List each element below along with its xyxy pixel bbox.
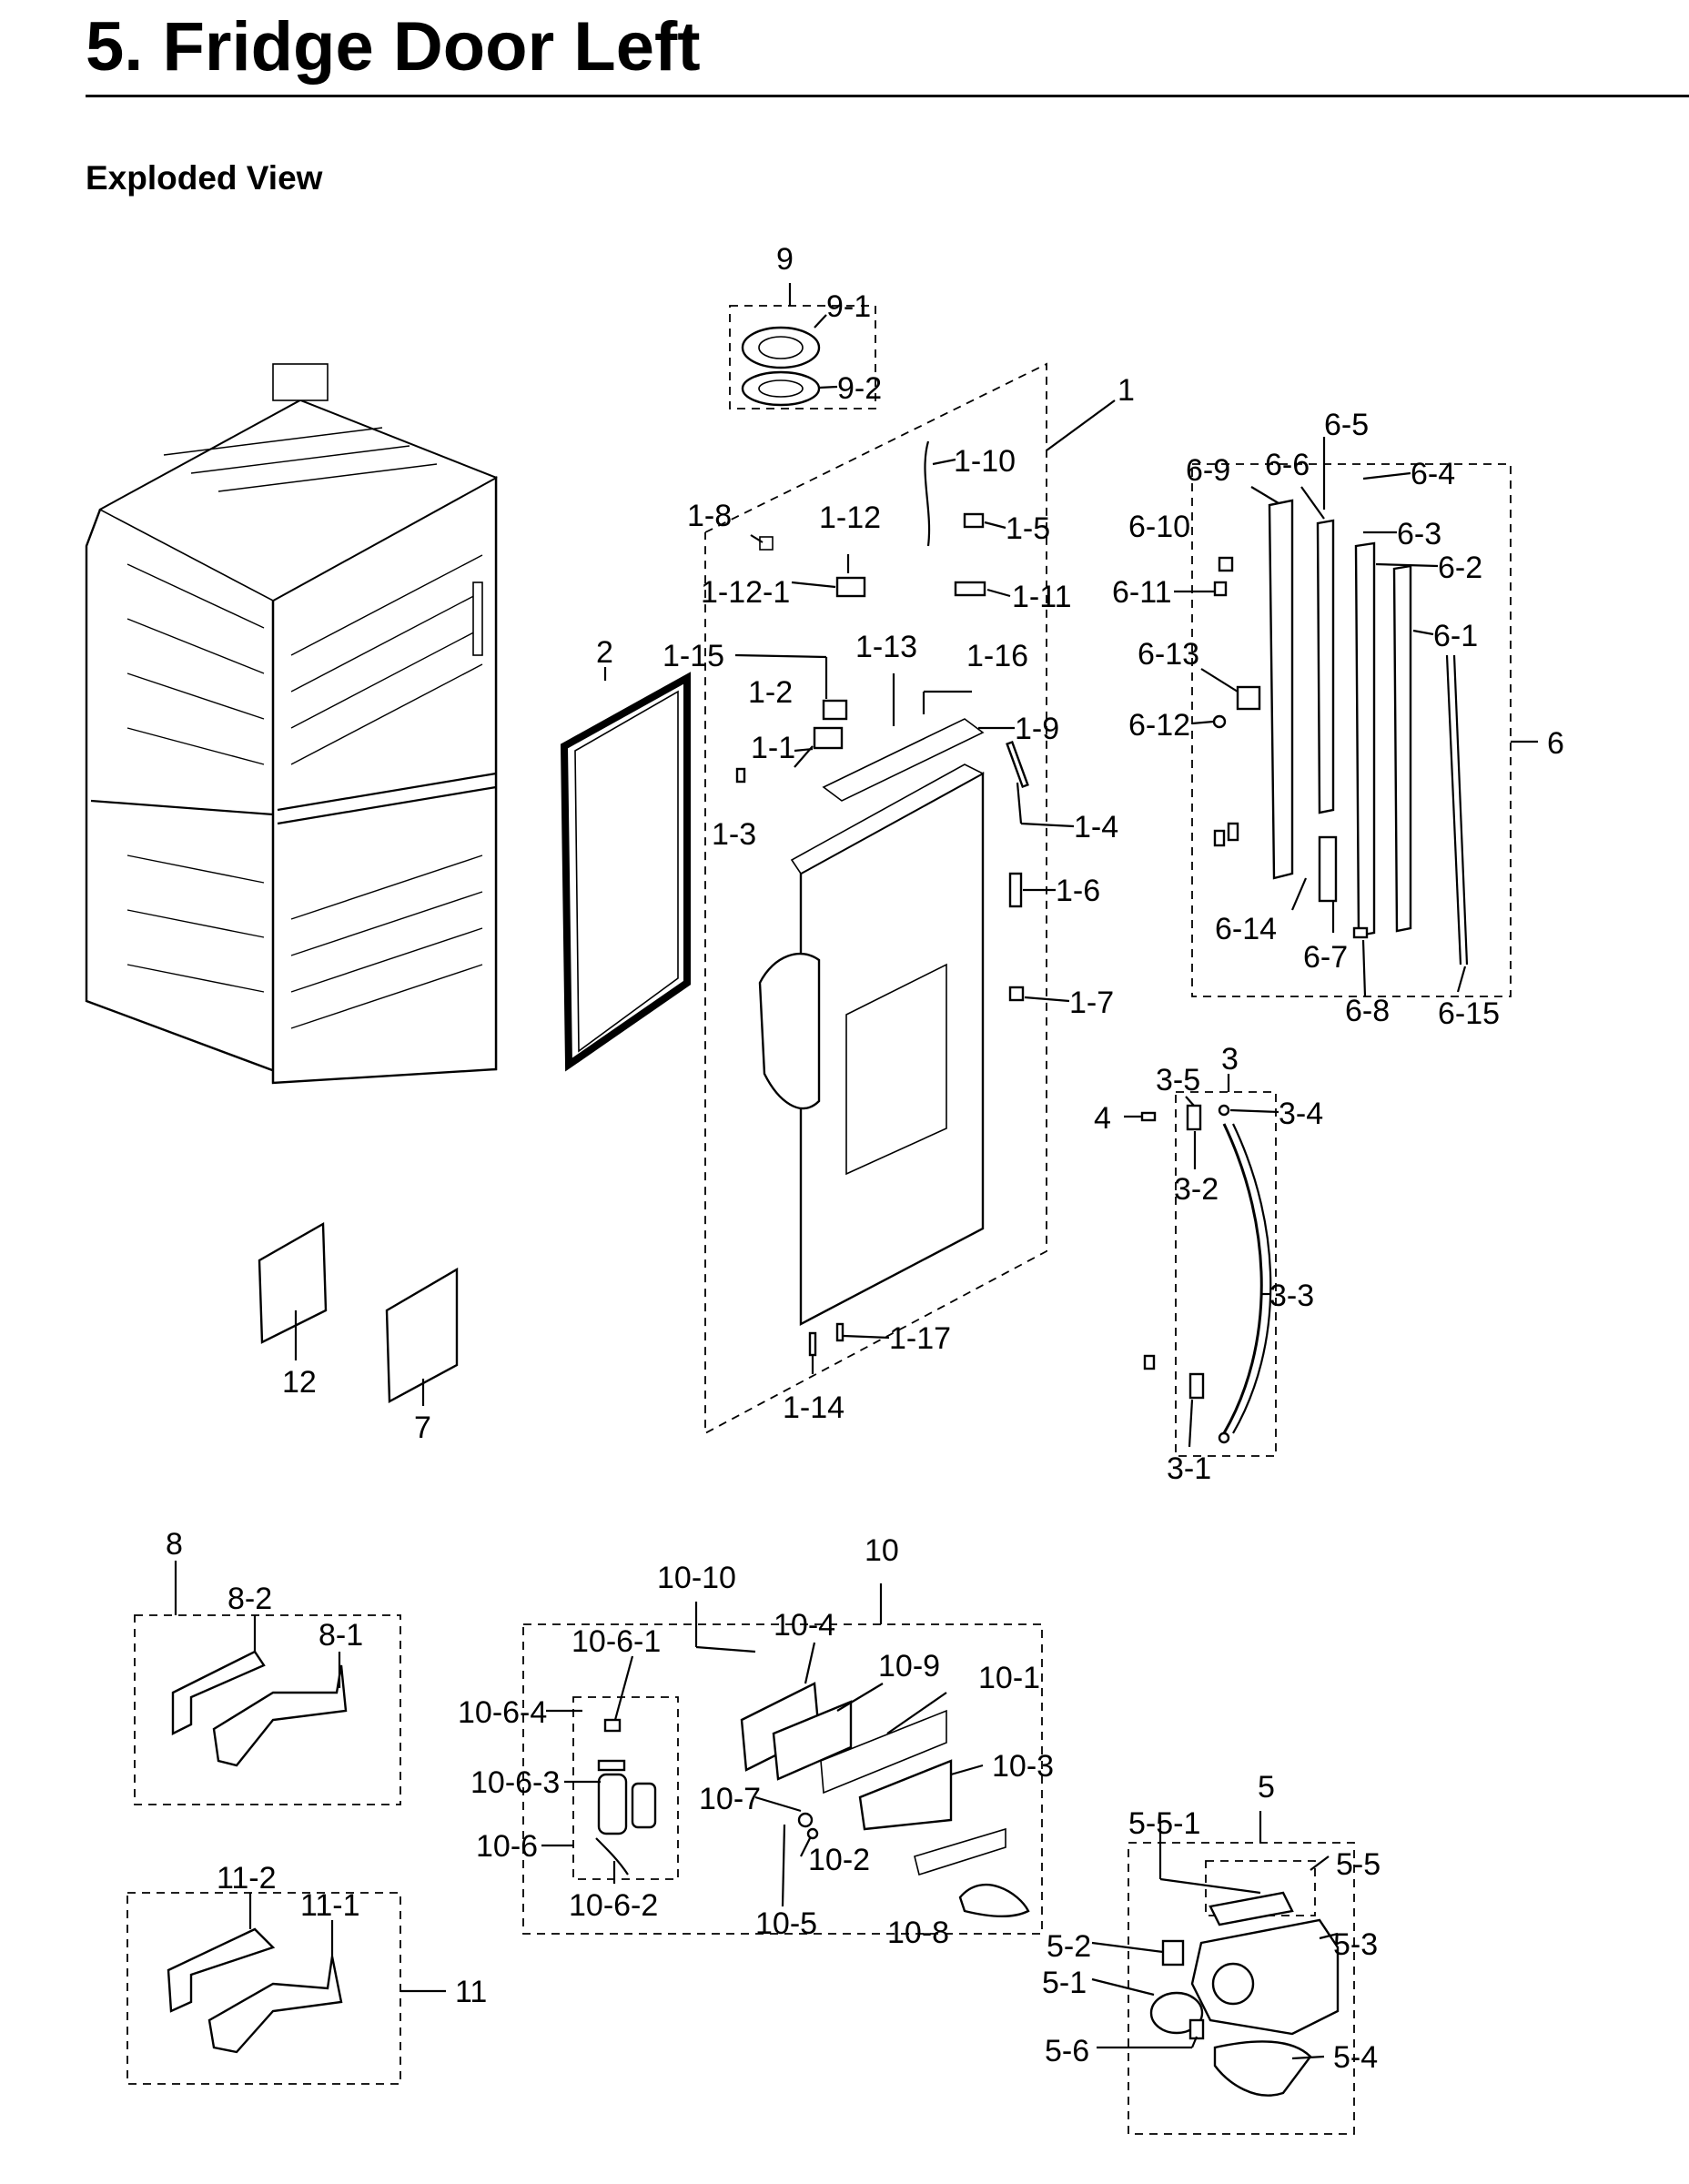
door-assembly [704,362,1047,1435]
door-gasket [560,672,691,1072]
callout-1-13: 1-13 [855,630,917,664]
callout-9: 9 [776,242,794,277]
callout-6-15: 6-15 [1438,996,1500,1031]
callout-1-12: 1-12 [819,500,881,535]
duct-assembly-11 [126,1892,401,2085]
callout-6-8: 6-8 [1345,994,1390,1028]
callout-12: 12 [282,1365,317,1400]
callout-3-3: 3-3 [1269,1279,1314,1313]
callout-6-4: 6-4 [1411,457,1455,491]
callout-1: 1 [1118,373,1135,408]
callout-6-2: 6-2 [1438,551,1482,585]
callout-6-12: 6-12 [1128,708,1190,743]
refrigerator-cabinet [85,363,498,1085]
callout-10-9: 10-9 [878,1649,940,1684]
callout-10-6-3: 10-6-3 [470,1765,560,1800]
dispenser-assembly [1128,1842,1355,2135]
handle-assembly [1191,463,1512,997]
callout-6-14: 6-14 [1215,912,1277,946]
callout-5-5: 5-5 [1336,1847,1381,1882]
callout-1-17: 1-17 [889,1321,951,1356]
callout-1-6: 1-6 [1056,874,1100,908]
callout-8-2: 8-2 [228,1582,272,1616]
callout-5-1: 5-1 [1042,1966,1087,2000]
callout-5-6: 5-6 [1045,2034,1089,2068]
callout-labels: 9 9-1 9-2 1 1-10 1-8 1-12 1-5 1-12-1 1-1… [166,242,1564,2075]
callout-3-4: 3-4 [1279,1097,1323,1131]
callout-1-4: 1-4 [1074,810,1118,844]
callout-2: 2 [596,635,613,670]
callout-10-6: 10-6 [476,1829,538,1864]
callout-3-5: 3-5 [1156,1063,1200,1097]
callout-5-5-1: 5-5-1 [1128,1806,1200,1841]
filter-cap-assembly [729,305,876,410]
callout-6-5: 6-5 [1324,408,1369,442]
callout-6: 6 [1547,726,1564,761]
callout-10-8: 10-8 [887,1916,949,1950]
callout-1-10: 1-10 [954,444,1016,479]
callout-6-9: 6-9 [1186,453,1230,488]
callout-10-6-4: 10-6-4 [458,1695,547,1730]
callout-10-6-2: 10-6-2 [569,1888,658,1923]
callout-11: 11 [455,1975,487,2009]
callout-6-13: 6-13 [1138,637,1199,672]
callout-1-16: 1-16 [966,639,1028,673]
callout-5: 5 [1258,1770,1275,1805]
callout-10-6-1: 10-6-1 [571,1624,661,1659]
callout-10-4: 10-4 [774,1608,835,1643]
title-rule [86,95,1689,97]
callout-11-1: 11-1 [300,1888,360,1923]
callout-1-2: 1-2 [748,675,793,710]
callout-1-7: 1-7 [1069,986,1114,1020]
callout-10-5: 10-5 [755,1906,817,1941]
callout-6-10: 6-10 [1128,510,1190,544]
callout-10-7: 10-7 [699,1782,761,1816]
callout-5-2: 5-2 [1047,1929,1091,1964]
page-title: 5. Fridge Door Left [86,8,701,86]
callout-6-1: 6-1 [1433,619,1478,653]
callout-5-3: 5-3 [1333,1927,1378,1962]
callout-8-1: 8-1 [319,1618,363,1653]
callout-3-2: 3-2 [1174,1172,1219,1207]
door-handle-assembly [1140,1091,1277,1457]
callout-6-11: 6-11 [1112,575,1172,610]
callout-10-3: 10-3 [992,1749,1054,1784]
callout-1-5: 1-5 [1006,511,1050,546]
callout-1-8: 1-8 [687,499,732,533]
control-panel-assembly [522,1623,1043,1935]
callout-5-4: 5-4 [1333,2040,1378,2075]
callout-10-1: 10-1 [978,1661,1040,1695]
callout-3-1: 3-1 [1167,1451,1211,1486]
callout-6-7: 6-7 [1303,940,1348,975]
callout-6-3: 6-3 [1397,517,1441,551]
callout-9-2: 9-2 [837,371,882,406]
leader-lines [174,283,1538,2060]
callout-1-12-1: 1-12-1 [701,575,790,610]
callout-10-10: 10-10 [657,1561,736,1595]
callout-10: 10 [865,1533,899,1568]
callout-8: 8 [166,1527,183,1562]
callout-6-6: 6-6 [1265,448,1310,482]
section-subtitle: Exploded View [86,159,323,197]
callout-3: 3 [1221,1042,1239,1077]
callout-1-3: 1-3 [712,817,756,852]
callout-1-9: 1-9 [1015,712,1059,746]
callout-11-2: 11-2 [217,1861,277,1896]
callout-1-14: 1-14 [783,1390,844,1425]
callout-1-11: 1-11 [1012,580,1072,614]
callout-9-1: 9-1 [826,289,871,324]
callout-10-2: 10-2 [808,1843,870,1877]
callout-4: 4 [1094,1101,1111,1136]
callout-7: 7 [414,1410,431,1445]
callout-1-1: 1-1 [751,731,795,765]
callout-1-15: 1-15 [662,639,724,673]
cover-parts [258,1221,459,1403]
